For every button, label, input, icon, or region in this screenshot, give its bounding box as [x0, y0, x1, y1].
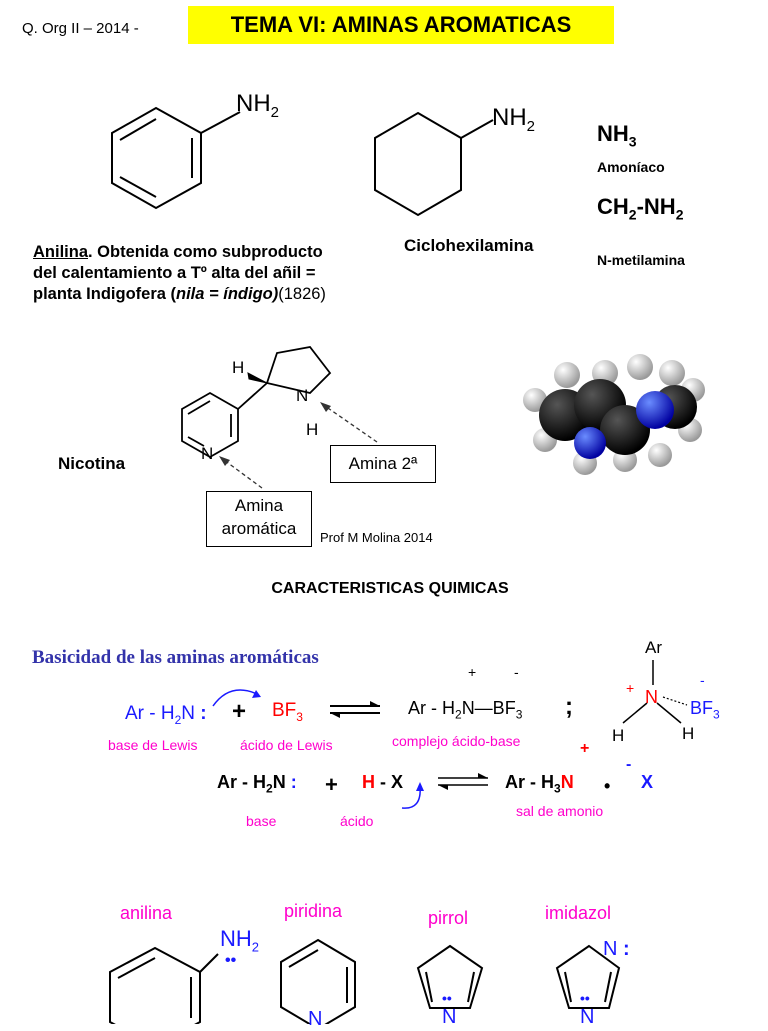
complex-3d-ar: Ar — [645, 638, 662, 657]
anion-minus: - — [626, 756, 632, 773]
ammonium-formula: Ar - H3N — [505, 772, 574, 796]
nicotine-pyridine-n-label: N — [201, 444, 214, 463]
nicotine-arrows — [219, 402, 378, 489]
aniline-note-line2: del calentamiento a Tº alta del añil = — [33, 264, 316, 282]
anion-x: X — [641, 772, 654, 792]
acid-label: ácido — [340, 813, 374, 829]
complex-label: complejo ácido-base — [392, 733, 521, 749]
basicity-heading: Basicidad de las aminas aromáticas — [32, 647, 319, 668]
pyrrole-ring — [416, 944, 484, 1009]
complex-3d-bonds — [622, 660, 688, 724]
plus-sign-2: + — [325, 772, 338, 797]
complex-3d-h1: H — [612, 726, 625, 745]
lewis-acid-label: ácido de Lewis — [240, 737, 333, 753]
pyridine-ring — [280, 938, 356, 1024]
credit-text: Prof M Molina 2014 — [320, 530, 433, 545]
secondary-amine-box: Amina 2ª — [330, 445, 436, 483]
amine-base-formula: Ar - H2N : — [217, 772, 297, 796]
salt-label: sal de amonio — [516, 803, 604, 819]
ring-name-pyrrole: pirrol — [428, 908, 469, 928]
aniline-ring-nh2: NH2 — [220, 926, 260, 955]
imidazole-n-bottom: N — [580, 1006, 595, 1028]
plus-sign-1: + — [232, 698, 247, 725]
cyclohexylamine-structure — [374, 111, 494, 217]
equilibrium-arrow-2 — [438, 773, 488, 790]
section-title: CARACTERISTICAS QUIMICAS — [271, 580, 509, 597]
aniline-nh2-label: NH2 — [236, 90, 280, 121]
aniline-note-year: (1826) — [278, 285, 326, 303]
nicotine-space-filling-model — [523, 354, 705, 475]
electron-arrow-1 — [212, 689, 261, 707]
hx-formula: H - X — [362, 772, 404, 792]
cyclohexylamine-nh2-label: NH2 — [492, 104, 536, 135]
aromatic-amine-line2: aromática — [221, 519, 297, 538]
aromatic-amine-box: Amina aromática — [206, 491, 312, 547]
ammonium-plus: + — [580, 740, 590, 757]
ring-name-imidazole: imidazol — [545, 903, 612, 923]
page-title: TEMA VI: AMINAS AROMATICAS — [188, 6, 614, 44]
ring-name-aniline: anilina — [120, 903, 173, 923]
electron-arrow-2 — [401, 782, 424, 809]
lewis-base-formula: Ar - H2N : — [125, 703, 207, 727]
aniline-note-word: Anilina — [33, 243, 89, 261]
complex-3d-plus: + — [626, 680, 635, 696]
methylamine-formula: CH2-NH2 — [597, 194, 684, 223]
nicotine-n-label: N — [296, 386, 309, 405]
pyrrole-lone-pair: •• — [442, 990, 452, 1006]
ammonia-formula: NH3 — [597, 121, 637, 150]
pyridine-n: N — [308, 1008, 323, 1030]
aromatic-amine-line1: Amina — [234, 496, 284, 515]
complex-formula: Ar - H2N—BF3 — [408, 698, 523, 722]
complex-3d-minus: - — [700, 672, 705, 688]
imidazole-lone-pair: •• — [580, 990, 590, 1006]
pyrrole-n: N — [442, 1006, 457, 1028]
ammonia-name: Amoníaco — [597, 159, 665, 175]
aniline-lone-pair: •• — [225, 952, 237, 969]
ion-dot: • — [604, 776, 611, 796]
aniline-note: Anilina. Obtenida como subproducto del c… — [33, 242, 393, 305]
lewis-base-label: base de Lewis — [108, 737, 198, 753]
cyclohexylamine-name: Ciclohexilamina — [404, 236, 534, 255]
complex-minus: - — [514, 664, 519, 680]
aniline-structure — [111, 106, 241, 210]
methylamine-name: N-metilamina — [597, 252, 685, 268]
aniline-note-line1: . Obtenida como subproducto — [88, 243, 323, 261]
semicolon: ; — [565, 693, 573, 720]
aniline-ring-bottom — [109, 946, 219, 1024]
aniline-note-italic: nila = índigo) — [176, 285, 279, 303]
imidazole-ring — [555, 944, 621, 1009]
imidazole-n-top: N : — [603, 938, 630, 960]
complex-3d-h2: H — [682, 724, 695, 743]
aniline-note-line3a: planta Indigofera ( — [33, 285, 177, 303]
equilibrium-arrow-1 — [330, 701, 380, 718]
bf3-formula: BF3 — [272, 700, 303, 724]
ring-name-pyridine: piridina — [284, 901, 343, 921]
nicotine-structure — [181, 346, 332, 459]
nicotine-nh-label: H — [306, 420, 319, 439]
nicotine-h-label: H — [232, 358, 245, 377]
course-header: Q. Org II – 2014 - — [22, 20, 139, 37]
complex-3d-bf3: BF3 — [690, 698, 720, 722]
base-label: base — [246, 813, 277, 829]
complex-3d-n: N — [645, 687, 658, 707]
nicotine-name: Nicotina — [58, 454, 126, 473]
complex-plus: + — [468, 664, 477, 680]
